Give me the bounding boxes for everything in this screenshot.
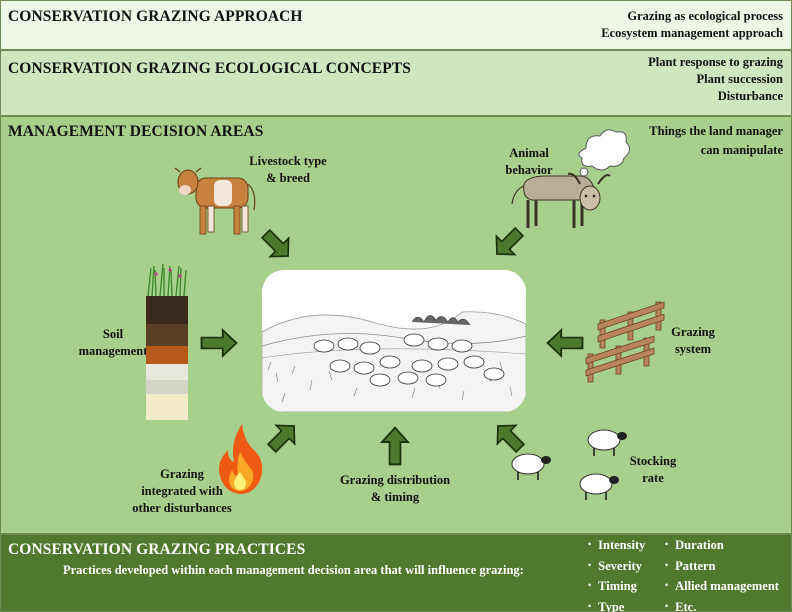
arrow-from-distribution <box>379 426 411 466</box>
practice-item: Duration <box>665 535 779 556</box>
manager-note-line: can manipulate <box>700 143 783 157</box>
cow-icon <box>174 167 256 235</box>
practices-list-left: Intensity Severity Timing Type <box>588 535 645 612</box>
concepts-item: Plant response to grazing <box>648 55 783 69</box>
concepts-band: CONSERVATION GRAZING ECOLOGICAL CONCEPTS… <box>0 50 792 116</box>
practice-item: Etc. <box>665 597 779 612</box>
approach-item: Ecosystem management approach <box>601 26 783 40</box>
concepts-item: Plant succession <box>696 72 783 86</box>
decision-areas-title: MANAGEMENT DECISION AREAS <box>8 123 264 140</box>
stocking-label: Stocking rate <box>629 454 677 485</box>
manager-note: Things the land manager can manipulate <box>649 122 783 160</box>
arrow-from-stocking <box>496 424 526 454</box>
arrow-from-behavior <box>495 226 525 256</box>
practice-item: Type <box>588 597 645 612</box>
arrow-from-disturbances <box>266 424 296 454</box>
concepts-items: Plant response to grazing Plant successi… <box>648 54 783 105</box>
approach-item: Grazing as ecological process <box>627 9 783 23</box>
fence-icon <box>585 301 665 383</box>
practices-band: CONSERVATION GRAZING PRACTICES Practices… <box>0 534 792 612</box>
approach-band: CONSERVATION GRAZING APPROACH Grazing as… <box>0 0 792 50</box>
concepts-item: Disturbance <box>717 89 783 103</box>
approach-items: Grazing as ecological process Ecosystem … <box>601 8 783 42</box>
arrow-from-grazing-system <box>546 327 584 359</box>
practice-item: Severity <box>588 556 645 577</box>
behavior-label: Animal behavior <box>505 146 553 177</box>
practices-description: Practices developed within each manageme… <box>63 563 524 577</box>
arrow-from-livestock <box>260 228 290 258</box>
livestock-label: Livestock type & breed <box>249 154 327 185</box>
approach-title: CONSERVATION GRAZING APPROACH <box>8 8 303 25</box>
grazing-system-label: Grazing system <box>671 325 715 356</box>
sheep-group-icon <box>511 429 627 500</box>
soil-label: Soil management <box>78 327 148 358</box>
practices-list-right: Duration Pattern Allied management Etc. <box>665 535 779 612</box>
pasture-scene <box>262 270 526 412</box>
soil-profile-icon <box>146 263 188 420</box>
flame-icon <box>219 424 263 494</box>
practice-item: Intensity <box>588 535 645 556</box>
manager-note-line: Things the land manager <box>649 124 783 138</box>
practice-item: Allied management <box>665 576 779 597</box>
bison-icon <box>511 172 611 228</box>
concepts-title: CONSERVATION GRAZING ECOLOGICAL CONCEPTS <box>8 60 411 77</box>
disturbances-label: Grazing integrated with other disturbanc… <box>132 467 232 515</box>
distribution-label: Grazing distribution & timing <box>339 473 451 504</box>
practice-item: Timing <box>588 576 645 597</box>
practice-item: Pattern <box>665 556 779 577</box>
pasture-illustration <box>262 311 526 412</box>
arrow-from-soil <box>200 327 238 359</box>
practices-title: CONSERVATION GRAZING PRACTICES <box>8 541 306 558</box>
